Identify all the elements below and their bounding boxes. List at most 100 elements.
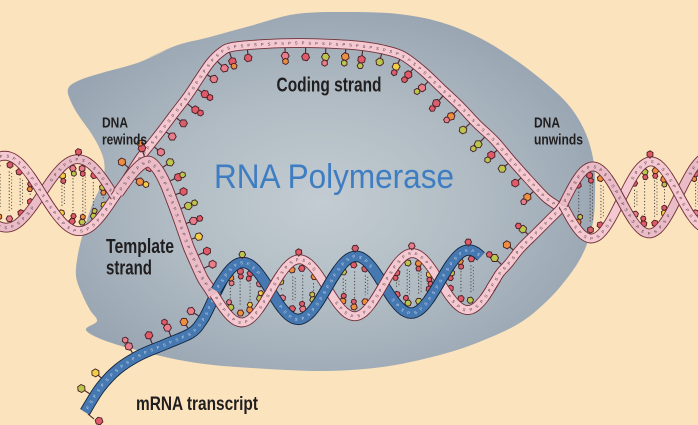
backbone-letter: P	[458, 251, 464, 257]
base-hexagon	[646, 150, 654, 159]
base-hexagon	[183, 201, 193, 211]
base-hexagon	[142, 180, 150, 189]
backbone-letter: P	[85, 226, 90, 232]
backbone-letter: S	[573, 224, 579, 229]
backbone-letter: P	[52, 210, 58, 215]
right-dna-helix: PSPSPSPSPSPSPSPSPSPSPSPSPSPSPPSPSPSPSPSP…	[558, 150, 698, 244]
dna-unwinds-label-line2: unwinds	[534, 133, 583, 149]
backbone-letter: P	[590, 236, 593, 241]
backbone-letter: P	[145, 145, 151, 150]
backbone-letter: P	[469, 307, 473, 313]
base-hexagon	[117, 157, 127, 167]
backbone-letter: P	[168, 339, 173, 345]
base-hexagon	[341, 52, 350, 62]
base-hexagon	[295, 248, 303, 257]
backbone-letter: P	[671, 184, 677, 189]
backbone-letter: S	[187, 331, 192, 337]
ribbon-path	[659, 166, 698, 225]
backbone-letter: S	[150, 140, 156, 145]
backbone-letter: S	[535, 187, 541, 193]
backbone-letter: P	[61, 220, 67, 226]
backbone-letter: S	[322, 290, 328, 295]
backbone-letter: S	[336, 266, 342, 271]
base-stem	[203, 265, 210, 269]
base-hexagon	[243, 53, 253, 63]
backbone-letter: S	[493, 276, 499, 281]
backbone-letter: S	[508, 157, 514, 163]
backbone-letter: S	[517, 167, 523, 173]
backbone-letter: P	[691, 165, 697, 170]
backbone-letter: S	[453, 255, 459, 261]
backbone-letter: S	[688, 213, 694, 218]
backbone-letter: S	[251, 265, 257, 271]
backbone-letter: S	[200, 276, 206, 281]
backbone-letter: S	[419, 255, 425, 261]
base-stem	[168, 330, 172, 337]
base-hexagon	[191, 199, 198, 207]
base-stem	[193, 312, 200, 317]
backbone-letter: P	[534, 230, 540, 236]
backbone-letter: S	[141, 150, 147, 155]
backbone-letter: P	[187, 91, 193, 96]
coding-strand: PSPSPSPSPSPSPSPSPSPSPSPSPSPSPSPSPSPSPSPS…	[110, 38, 566, 215]
backbone-letter: S	[423, 301, 429, 307]
backbone-letter: S	[389, 49, 393, 55]
backbone-letter: S	[390, 297, 396, 302]
backbone-letter: P	[362, 309, 368, 315]
enzyme-title-label: RNA Polymerase	[214, 158, 454, 196]
backbone-letter: P	[203, 281, 209, 286]
backbone-letter: P	[350, 313, 354, 319]
backbone-letter: P	[21, 216, 27, 222]
backbone-letter: P	[202, 68, 208, 73]
base-hexagon	[487, 150, 496, 160]
base-hexagon	[197, 109, 204, 117]
backbone-letter: P	[100, 382, 106, 387]
backbone-letter: S	[388, 270, 394, 275]
backbone-letter: S	[368, 263, 374, 269]
coding-strand-label: Coding strand	[277, 75, 382, 97]
backbone-letter: P	[600, 229, 606, 235]
backbone-letter: P	[447, 93, 453, 99]
base-hexagon	[640, 215, 647, 222]
backbone-letter: S	[88, 399, 94, 404]
base-hexagon	[577, 213, 584, 221]
base-hexagon	[301, 52, 311, 62]
base-stem	[509, 246, 514, 251]
base-hexagon	[0, 213, 3, 220]
base-stem	[361, 50, 364, 56]
backbone-letter: P	[356, 43, 360, 48]
backbone-letter: S	[374, 293, 380, 298]
backbone-letter: S	[17, 160, 23, 166]
backbone-letter: S	[311, 266, 317, 272]
base-hexagon	[79, 213, 86, 221]
backbone-letter: S	[272, 281, 278, 286]
backbone-letter: P	[648, 231, 651, 236]
backbone-letter: S	[66, 225, 71, 231]
backbone-letter: P	[457, 103, 463, 109]
backbone-letter: S	[422, 70, 428, 76]
backbone-letter: S	[162, 342, 167, 348]
backbone-letter: S	[308, 41, 311, 46]
backbone-letter: S	[196, 322, 202, 327]
backbone-letter: S	[407, 251, 411, 257]
backbone-letter: P	[162, 181, 168, 186]
base-hexagon	[209, 74, 219, 84]
backbone-letter: S	[306, 312, 312, 318]
backbone-letter: P	[497, 270, 503, 275]
backbone-letter: S	[114, 367, 120, 373]
backbone-letter: P	[44, 199, 50, 204]
backbone-letter: S	[630, 219, 636, 224]
left-dna-helix: PSPSPSPSPSPSPSPSPSPSPSPSPSPSPSPPSPSPSPSP…	[0, 148, 122, 236]
base-hexagon	[70, 170, 77, 177]
backbone-letter: S	[381, 282, 387, 287]
backbone-letter: S	[345, 256, 350, 262]
backbone-letter: S	[412, 61, 417, 67]
base-hexagon	[349, 261, 358, 269]
backbone-letter: S	[207, 287, 213, 292]
backbone-letter: S	[356, 313, 361, 319]
backbone-letter: S	[461, 108, 467, 114]
base-hexagon	[520, 198, 528, 206]
backbone-letter: S	[205, 63, 211, 68]
